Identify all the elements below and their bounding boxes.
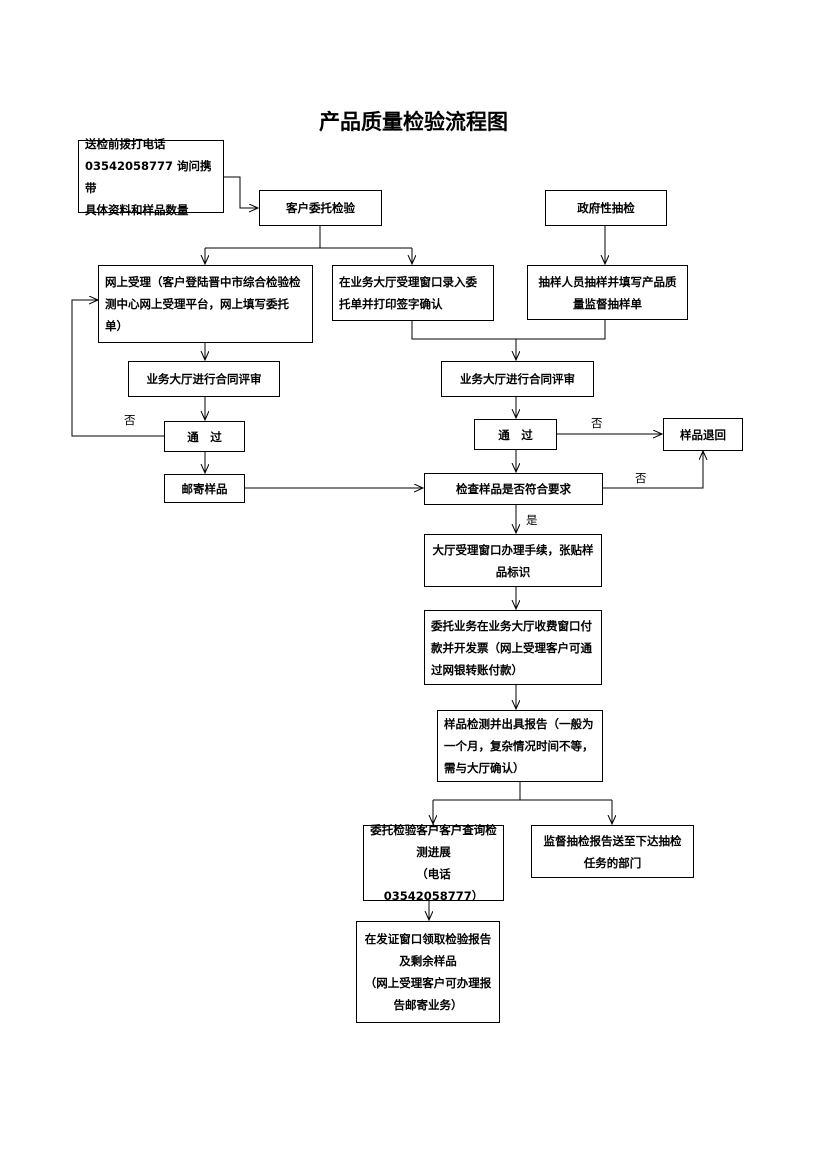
yes-label-check: 是 (526, 513, 538, 527)
hall-procedure-box: 大厅受理窗口办理手续，张贴样品标识 (424, 534, 602, 587)
query-progress-box: 委托检验客户客户查询检测进展 （电话 03542058777） (363, 823, 504, 903)
payment-box: 委托业务在业务大厅收费窗口付款并开发票（网上受理客户可通过网银转账付款） (424, 610, 602, 685)
no-label-check: 否 (635, 471, 647, 485)
contract-review-left-box: 业务大厅进行合同评审 (128, 361, 280, 397)
sampler-fill-form-box: 抽样人员抽样并填写产品质量监督抽样单 (527, 265, 688, 320)
pass-left-box: 通 过 (164, 421, 245, 452)
mail-sample-box: 邮寄样品 (164, 474, 245, 503)
testing-report-box: 样品检测并出具报告（一般为一个月，复杂情况时间不等，需与大厅确认） (437, 710, 603, 782)
report-to-department-box: 监督抽检报告送至下达抽检任务的部门 (531, 825, 694, 878)
hall-window-entry-box: 在业务大厅受理窗口录入委托单并打印签字确认 (332, 265, 494, 321)
pass-right-box: 通 过 (474, 419, 557, 450)
client-commission-box: 客户委托检验 (259, 190, 382, 226)
page-title: 产品质量检验流程图 (319, 109, 508, 134)
sample-return-box: 样品退回 (663, 418, 743, 451)
online-acceptance-box: 网上受理（客户登陆晋中市综合检验检测中心网上受理平台，网上填写委托单） (98, 265, 313, 343)
call-before-inspection-box: 送检前拨打电话 03542058777 询问携带 具体资料和样品数量 (78, 137, 224, 217)
collect-report-box: 在发证窗口领取检验报告及剩余样品 （网上受理客户可办理报告邮寄业务） (356, 921, 500, 1023)
no-label-left: 否 (124, 413, 136, 427)
check-sample-box: 检查样品是否符合要求 (424, 473, 603, 505)
contract-review-right-box: 业务大厅进行合同评审 (441, 361, 594, 397)
gov-inspection-box: 政府性抽检 (545, 190, 667, 226)
no-label-pass-right: 否 (591, 416, 603, 430)
